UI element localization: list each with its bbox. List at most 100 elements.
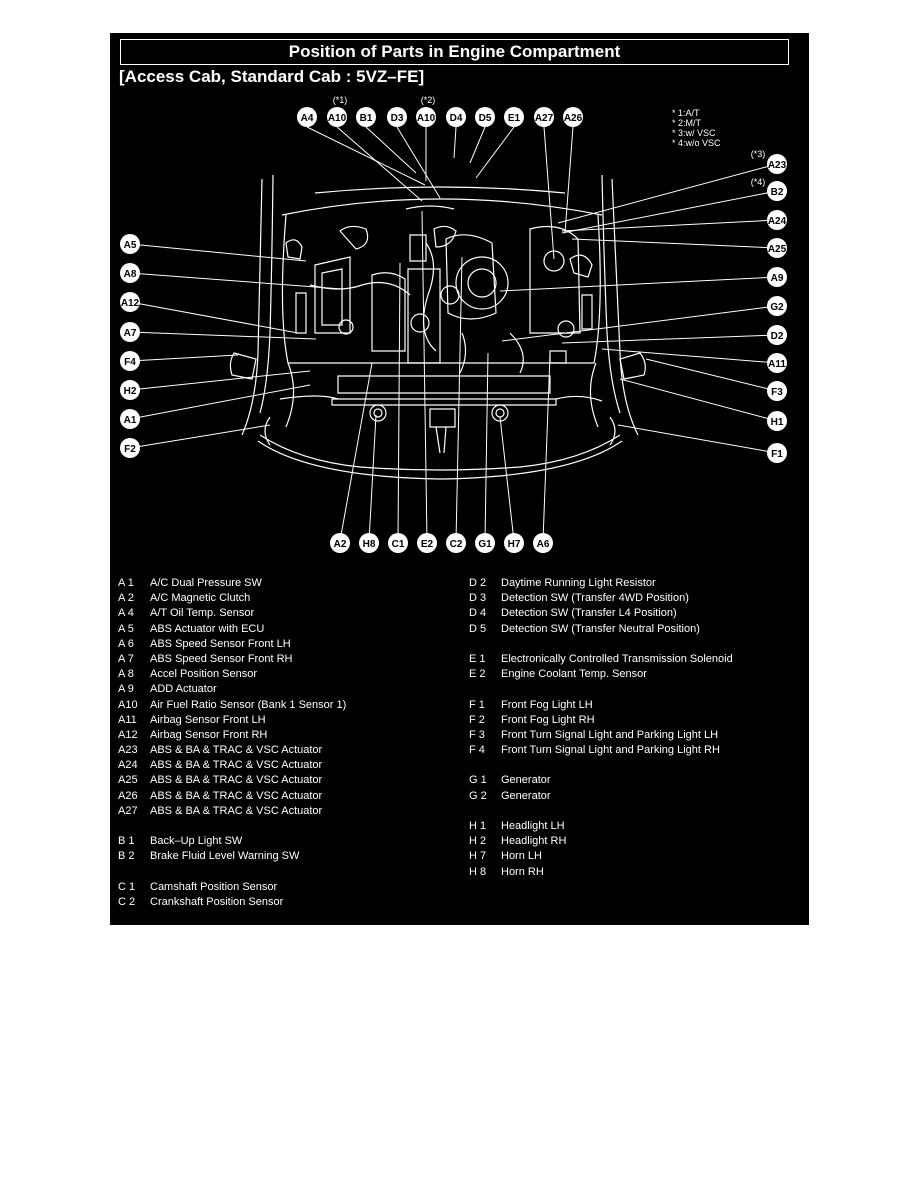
legend-label: Front Fog Light RH [501, 713, 595, 726]
callout-f4: F4 [120, 351, 140, 371]
legend-label: Detection SW (Transfer Neutral Position) [501, 622, 700, 635]
legend-code: A25 [118, 774, 138, 787]
callout-b2: B2 [767, 181, 787, 201]
legend-label: ADD Actuator [150, 683, 217, 696]
callout-h1: H1 [767, 411, 787, 431]
legend-code: A11 [118, 713, 137, 726]
legend-code: A12 [118, 728, 138, 741]
callout-label: A9 [771, 273, 784, 284]
legend-label: Engine Coolant Temp. Sensor [501, 668, 647, 681]
legend-label: Generator [501, 789, 551, 802]
callout-note: (*3) [751, 149, 766, 159]
callout-a24: A24 [767, 210, 787, 230]
callout-label: A25 [768, 244, 787, 255]
callout-label: D4 [450, 113, 463, 124]
callout-label: B2 [771, 187, 784, 198]
legend-code: G 1 [469, 774, 487, 787]
legend-label: Detection SW (Transfer 4WD Position) [501, 592, 689, 605]
callout-a4: A4 [297, 107, 317, 127]
legend-label: Air Fuel Ratio Sensor (Bank 1 Sensor 1) [150, 698, 347, 711]
callout-label: G1 [478, 539, 492, 550]
callout-a6: A6 [533, 533, 553, 553]
legend-spacer [118, 819, 346, 834]
legend-spacer [469, 682, 733, 697]
page-subtitle: [Access Cab, Standard Cab : 5VZ–FE] [119, 67, 425, 86]
callouts-right: (*3) (*4) A23 B2 A24 A25 A9 [749, 148, 787, 463]
callout-note: (*4) [751, 177, 766, 187]
callout-e1: E1 [504, 107, 524, 127]
note-line: * 1:A/T [672, 108, 700, 118]
callout-label: H2 [124, 386, 137, 397]
leader-lines [129, 126, 778, 542]
legend-code: F 1 [469, 698, 485, 711]
callout-a11: A11 [767, 353, 787, 373]
legend-label: Front Turn Signal Light and Parking Ligh… [501, 728, 719, 741]
legend-label: Back–Up Light SW [150, 835, 243, 848]
legend-code: H 2 [469, 835, 487, 848]
callout-f2: F2 [120, 438, 140, 458]
legend-code: F 2 [469, 713, 485, 726]
callout-h8: H8 [359, 533, 379, 553]
callout-a9: A9 [767, 267, 787, 287]
legend-code: A 1 [118, 577, 134, 589]
legend-row: G 2 Generator [469, 789, 733, 804]
legend-label: A/C Dual Pressure SW [150, 577, 262, 589]
legend-label: Accel Position Sensor [150, 668, 257, 681]
note-line: * 4:w/o VSC [672, 138, 721, 148]
legend-code: H 7 [469, 850, 487, 863]
callout-label: A1 [124, 415, 137, 426]
legend-label: Camshaft Position Sensor [150, 880, 278, 893]
callout-a25: A25 [767, 238, 787, 258]
legend-spacer [469, 637, 733, 652]
callout-label: A10 [328, 113, 347, 124]
legend-label: ABS & BA & TRAC & VSC Actuator [150, 774, 323, 787]
legend-label: Electronically Controlled Transmission S… [501, 652, 733, 665]
callout-d5: D5 [475, 107, 495, 127]
legend-label: Front Turn Signal Light and Parking Ligh… [501, 744, 720, 757]
legend-label: ABS & BA & TRAC & VSC Actuator [150, 804, 323, 817]
callout-label: C1 [392, 539, 405, 550]
legend-code: A10 [118, 698, 138, 711]
legend-label: ABS Speed Sensor Front LH [150, 637, 291, 650]
callout-a8: A8 [120, 263, 140, 283]
legend-code: A 4 [118, 607, 134, 620]
legend-code: E 2 [469, 668, 486, 681]
callout-h2: H2 [120, 380, 140, 400]
legend-code: G 2 [469, 789, 487, 802]
callout-label: H1 [771, 417, 784, 428]
callout-label: A10 [417, 113, 436, 124]
legend-label: A/C Magnetic Clutch [150, 592, 251, 605]
legend-code: A27 [118, 804, 138, 817]
legend-label: ABS Actuator with ECU [150, 622, 265, 635]
legend-code: H 1 [469, 820, 487, 832]
legend-row: E 2 Engine Coolant Temp. Sensor [469, 667, 733, 682]
legend-label: ABS & BA & TRAC & VSC Actuator [150, 759, 323, 772]
callout-d4: D4 [446, 107, 466, 127]
note-line: * 2:M/T [672, 118, 702, 128]
callout-label: E2 [421, 539, 434, 550]
engine-line-art [229, 174, 646, 480]
notes-block: * 1:A/T * 2:M/T * 3:w/ VSC * 4:w/o VSC [672, 108, 721, 148]
callout-label: F1 [771, 449, 783, 460]
callouts-top: (*1) (*2) A4 A10 B1 D3 A10 [297, 94, 583, 127]
legend-spacer [118, 865, 346, 880]
callout-a5: A5 [120, 234, 140, 254]
engine-compartment-drawing: (*1) (*2) A4 A10 B1 D3 A10 [120, 94, 787, 553]
legend-code: A 7 [118, 652, 134, 665]
callout-note: (*2) [421, 95, 436, 105]
